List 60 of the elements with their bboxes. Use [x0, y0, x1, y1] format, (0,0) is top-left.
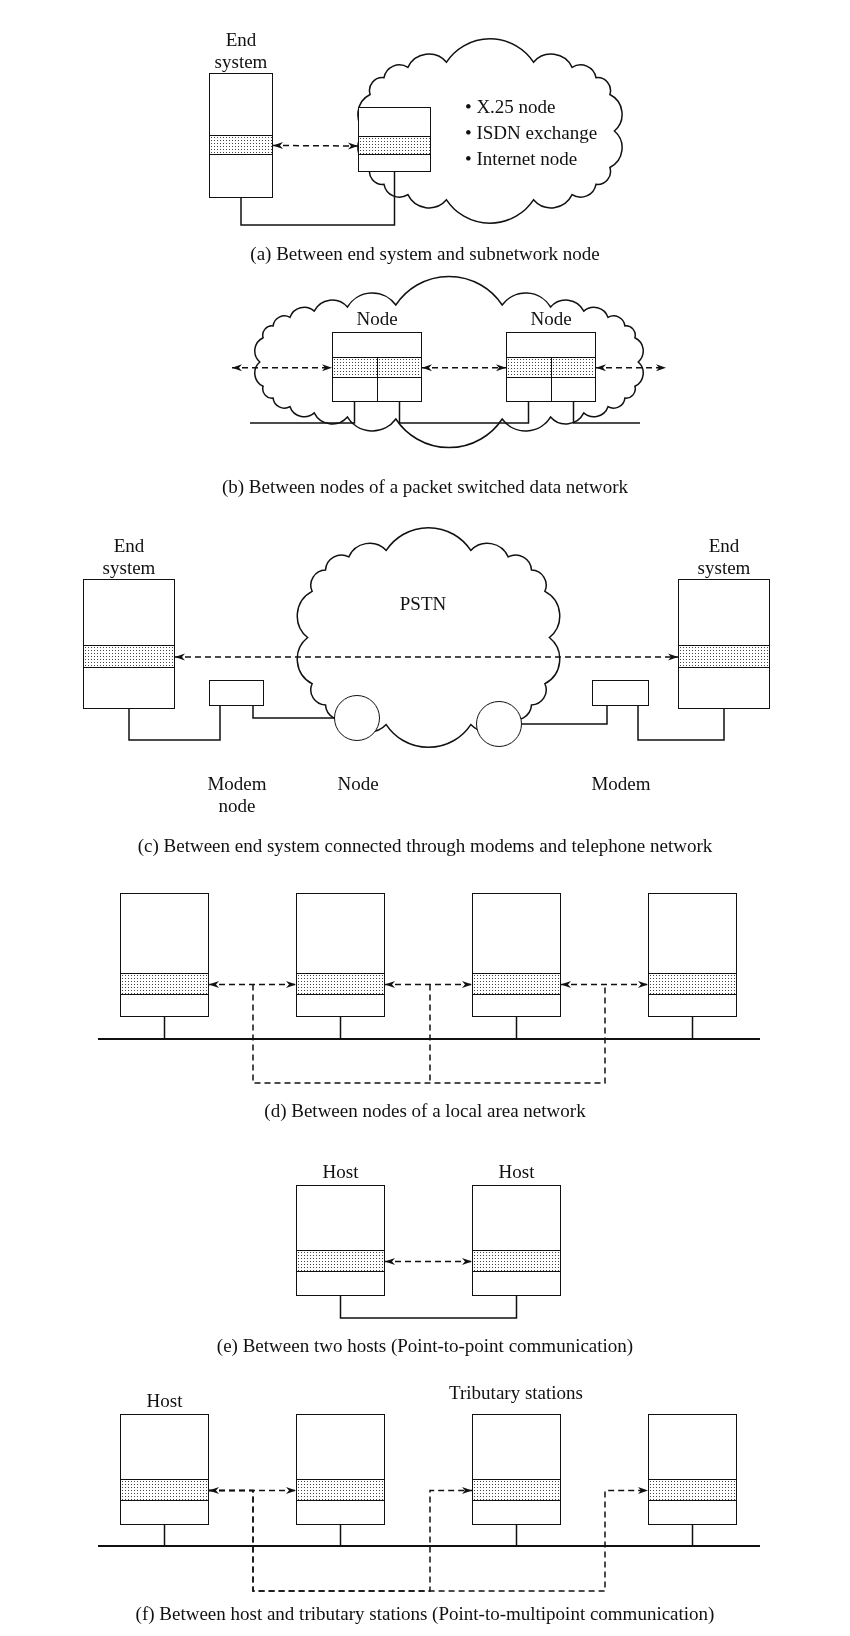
- node-label: Host: [497, 1161, 536, 1183]
- figure-caption: (f) Between host and tributary stations (Point-to-multipoint communication): [135, 1603, 715, 1625]
- connecting-line: [339, 1016, 342, 1039]
- node-circle: [476, 701, 522, 747]
- dashed-arrow: [421, 364, 507, 372]
- node-label: Host: [145, 1390, 184, 1412]
- dashed-arrow: [384, 981, 473, 988]
- connecting-line: [128, 705, 221, 741]
- dashed-arrow: [208, 1487, 649, 1592]
- dashed-arrow: [174, 653, 679, 661]
- dashed-arrow: [272, 142, 359, 150]
- bus-line: [98, 1545, 760, 1547]
- protocol-stack-box: [358, 107, 431, 172]
- connecting-line: [691, 1016, 694, 1039]
- dashed-arrow: [560, 981, 649, 988]
- connecting-line: [521, 705, 608, 725]
- node-label: Node: [355, 308, 399, 330]
- figure-caption: (b) Between nodes of a packet switched data network: [221, 476, 629, 498]
- connecting-line: [252, 705, 335, 719]
- dashed-arrow: [595, 364, 667, 372]
- node-label: End system: [101, 535, 157, 579]
- dashed-arrow: [384, 1258, 473, 1266]
- figure-caption: (d) Between nodes of a local area network: [264, 1100, 586, 1122]
- protocol-stack-box: [648, 1414, 737, 1525]
- connecting-line: [572, 401, 641, 424]
- connecting-line: [163, 1016, 166, 1039]
- protocol-stack-box: [472, 893, 561, 1017]
- figure-caption: (e) Between two hosts (Point-to-point communication): [216, 1335, 634, 1357]
- node-caption: Modem: [590, 773, 652, 795]
- bullet-item: • Internet node: [465, 147, 579, 171]
- bullet-item: • X.25 node: [465, 95, 557, 119]
- connecting-line: [163, 1524, 166, 1546]
- protocol-stack-box: [296, 1414, 385, 1525]
- figure-caption: (a) Between end system and subnetwork node: [250, 243, 600, 265]
- network-label: PSTN: [399, 593, 447, 615]
- connecting-line: [339, 1524, 342, 1546]
- connecting-line: [637, 705, 725, 741]
- group-label: Tributary stations: [449, 1382, 583, 1404]
- connecting-line: [249, 401, 356, 424]
- connecting-line: [515, 1016, 518, 1039]
- node-caption: Modem node: [206, 773, 268, 817]
- node-caption: Node: [336, 773, 380, 795]
- dashed-arrow: [231, 364, 333, 372]
- protocol-stack-box: [120, 893, 209, 1017]
- node-label: Host: [321, 1161, 360, 1183]
- bus-line: [98, 1038, 760, 1040]
- connecting-line: [515, 1524, 518, 1546]
- protocol-stack-box: [472, 1414, 561, 1525]
- figure-caption: (c) Between end system connected through modems and telephone network: [137, 835, 713, 857]
- connecting-line: [691, 1524, 694, 1546]
- node-label: End system: [213, 29, 269, 73]
- node-label: Node: [529, 308, 573, 330]
- connecting-line: [398, 401, 530, 424]
- connecting-line: [339, 1295, 518, 1319]
- protocol-stack-box: [296, 893, 385, 1017]
- node-label: End system: [696, 535, 752, 579]
- bullet-item: • ISDN exchange: [465, 121, 598, 145]
- connecting-line: [240, 171, 396, 226]
- protocol-stack-box: [648, 893, 737, 1017]
- dashed-arrow: [208, 981, 297, 988]
